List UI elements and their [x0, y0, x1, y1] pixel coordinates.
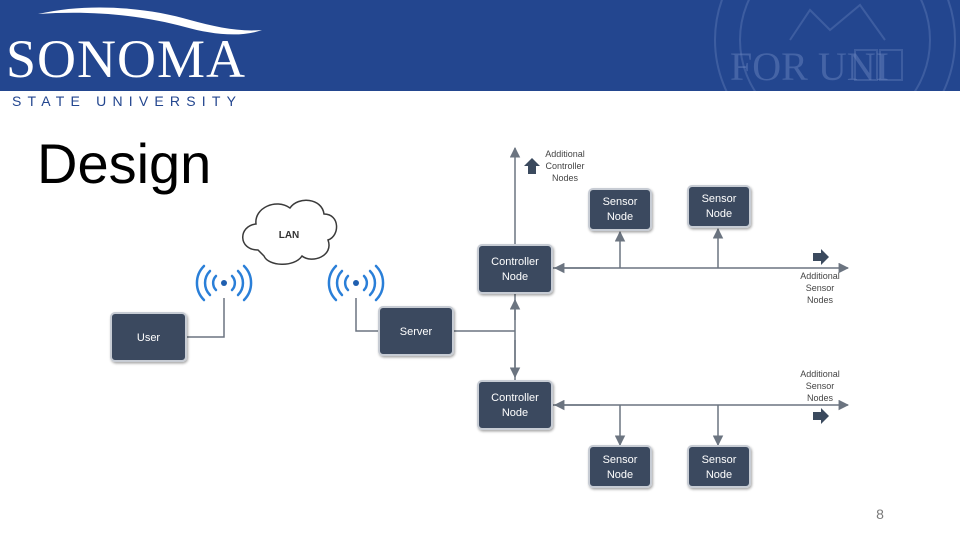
- server-node: Server: [378, 306, 454, 356]
- note-line: Sensor: [806, 283, 835, 293]
- slide-title: Design: [37, 132, 212, 195]
- controller-node-2-line1: Controller: [491, 392, 539, 404]
- banner-graphics: FOR UNI: [38, 0, 956, 91]
- university-seal-icon: [714, 0, 956, 91]
- arrow-right-icon: [813, 249, 829, 265]
- sensor-node-bottom-1: Sensor Node: [588, 445, 652, 488]
- logo-subtitle: STATE UNIVERSITY: [12, 93, 243, 109]
- note-line: Sensor: [806, 381, 835, 391]
- controller-node-1-line1: Controller: [491, 256, 539, 268]
- wifi-icon: [327, 264, 385, 302]
- sensor-node-top-1-line1: Sensor: [603, 196, 638, 208]
- note-additional-controller: Additional Controller Nodes: [545, 149, 585, 183]
- note-line: Controller: [545, 161, 584, 171]
- controller-node-2: Controller Node: [477, 380, 553, 430]
- server-node-label: Server: [400, 326, 433, 338]
- sensor-node-top-2-line1: Sensor: [702, 193, 737, 205]
- arrow-right-icon: [813, 408, 829, 424]
- sensor-node-top-1: Sensor Node: [588, 188, 652, 231]
- note-line: Nodes: [807, 295, 834, 305]
- logo-wordmark: SONOMA: [6, 29, 247, 89]
- controller-node-2-line2: Node: [502, 407, 528, 419]
- sensor-node-top-1-line2: Node: [607, 211, 633, 223]
- sensor-node-bottom-1-line1: Sensor: [603, 454, 638, 466]
- sensor-node-bottom-1-line2: Node: [607, 469, 633, 481]
- user-node: User: [110, 312, 187, 362]
- note-line: Nodes: [552, 173, 579, 183]
- note-additional-sensor-bottom: Additional Sensor Nodes: [800, 369, 840, 403]
- note-line: Nodes: [807, 393, 834, 403]
- user-link: [187, 298, 225, 338]
- lan-cloud-icon: LAN: [242, 199, 338, 265]
- connector-lines: [187, 146, 850, 447]
- block-arrows: [524, 158, 829, 424]
- cloud-label: LAN: [279, 230, 300, 241]
- user-node-label: User: [137, 332, 161, 344]
- sensor-node-top-2: Sensor Node: [687, 185, 751, 228]
- sensor-node-bottom-2: Sensor Node: [687, 445, 751, 488]
- sensor-node-bottom-2-line2: Node: [706, 469, 732, 481]
- note-additional-sensor-top: Additional Sensor Nodes: [800, 271, 840, 305]
- note-line: Additional: [800, 369, 840, 379]
- controller-node-1-line2: Node: [502, 271, 528, 283]
- seal-lettering: FOR UNI: [730, 44, 889, 89]
- wifi-icon: [195, 264, 253, 302]
- controller-node-1: Controller Node: [477, 244, 553, 294]
- page-number: 8: [876, 506, 884, 522]
- banner-strip: [0, 91, 960, 111]
- server-wifi-link: [355, 298, 380, 332]
- arrow-up-icon: [524, 158, 540, 174]
- sensor-node-top-2-line2: Node: [706, 208, 732, 220]
- note-line: Additional: [545, 149, 585, 159]
- note-line: Additional: [800, 271, 840, 281]
- sensor-node-bottom-2-line1: Sensor: [702, 454, 737, 466]
- header-banner: FOR UNI SONOMA: [0, 0, 960, 91]
- logo-swoosh: [38, 7, 262, 35]
